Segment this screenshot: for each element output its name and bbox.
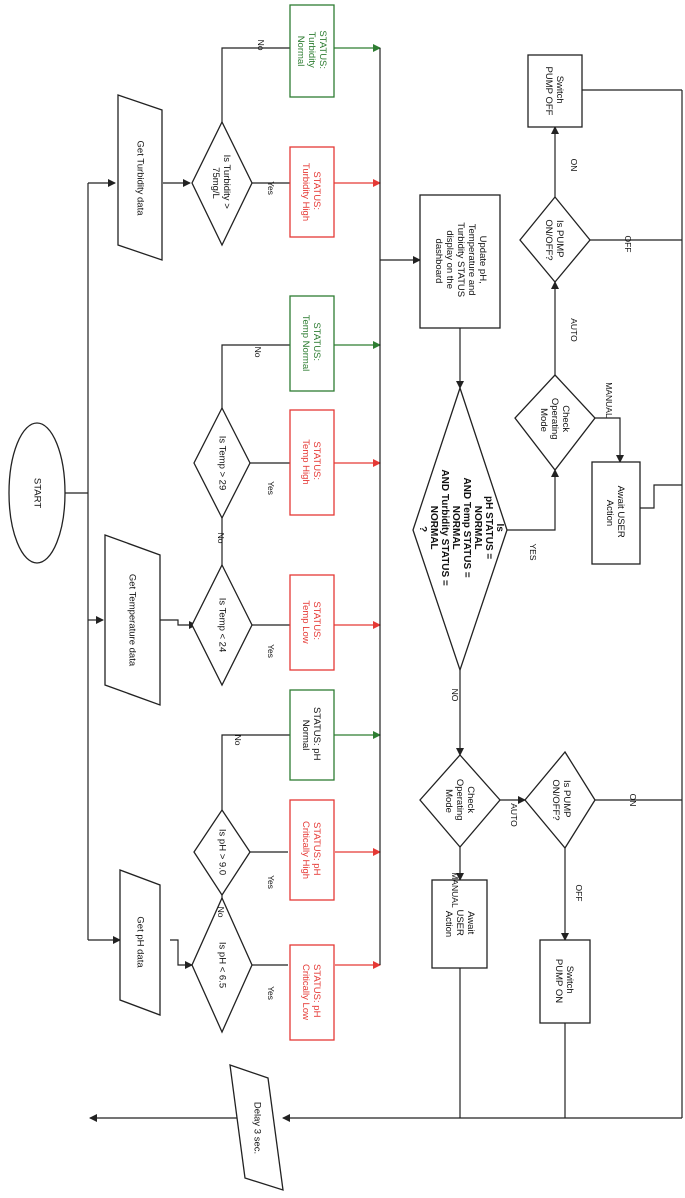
get-turbidity-label: Get Turbidity data [134,141,145,217]
pump-state-text-yes: Is PUMP ON/OFF? [543,219,565,260]
label-mode-no-auto: AUTO [509,803,519,827]
pump-state-text-no: Is PUMP ON/OFF? [550,779,572,820]
all-normal-decision [412,385,508,673]
status-turbidity-normal-box [289,4,335,98]
temp-low-decision [191,563,253,687]
label-temp-high-yes: Yes [266,481,276,495]
start-label: START [31,478,42,508]
label-ph-high-no: No [233,735,243,746]
status-ph-high-text: STATUS: pH Critically High [300,821,322,879]
status-ph-low-text: STATUS: pH Critically Low [300,964,322,1020]
label-turbidity-yes: Yes [266,181,276,195]
status-temp-low-text: STATUS: Temp Low [300,600,322,643]
label-temp-low-no: No [216,533,226,544]
status-temp-normal-text: STATUS: Temp Normal [300,315,322,372]
ph-low-question: Is pH < 6.5 [216,942,227,988]
status-ph-normal-box [289,689,335,781]
temp-high-question: Is Temp > 29 [216,436,227,490]
check-mode-decision-no [419,754,501,849]
label-turbidity-no: No [256,40,266,51]
status-turbidity-high-box [289,146,335,238]
status-ph-low-box [289,944,335,1041]
ph-high-decision [193,808,251,897]
ph-low-decision [191,896,253,1034]
status-turbidity-high-text: STATUS: Turbidity High [300,163,322,221]
label-all-normal-yes: YES [528,543,538,560]
label-pump-yes-off: OFF [623,236,633,253]
delay-label: Delay 3 sec. [251,1102,262,1154]
update-dashboard-box [419,194,501,329]
pump-state-decision-no [524,750,596,850]
check-mode-decision-yes [514,374,596,472]
pump-state-decision-yes [519,195,591,284]
label-ph-high-yes: Yes [266,875,276,889]
label-temp-low-yes: Yes [266,644,276,658]
switch-pump-on-box [539,939,591,1024]
status-temp-high-box [289,409,335,516]
get-ph-label: Get pH data [134,916,145,968]
check-mode-text-yes: Check Operating Mode [538,398,571,442]
switch-pump-on-text: Switch PUMP ON [553,959,575,1003]
label-temp-high-no: No [253,347,263,358]
label-all-normal-no: NO [450,689,460,702]
label-mode-yes-auto: AUTO [569,318,579,342]
start-terminal [8,422,66,564]
update-dashboard-text: Update pH, Temperature and Turbidity STA… [433,222,488,299]
status-temp-normal-box [289,295,335,392]
ph-high-question: Is pH > 9.0 [216,829,227,875]
edge-labels: Yes No Yes No Yes No Yes No Yes No YES N… [216,40,638,1000]
turbidity-question: Is Turbidity > 75mg/L [210,155,232,212]
await-user-box-no [431,879,488,969]
status-temp-high-text: STATUS: Temp High [300,439,322,484]
get-ph-input [119,869,161,1016]
connectors [60,44,683,1122]
status-temp-low-box [289,574,335,671]
switch-pump-off-text: Switch PUMP OFF [543,67,565,116]
start-text: START [31,478,42,508]
all-normal-question: Is pH STATUS = NORMAL AND Temp STATUS = … [417,469,505,588]
turbidity-decision [191,120,253,247]
label-mode-yes-manual: MANUAL [604,382,614,418]
status-turbidity-normal-text: STATUS: Turbidity Normal [295,30,328,71]
get-temp-label: Get Temperature data [126,574,137,667]
get-temp-input [104,534,161,706]
switch-pump-off-box [527,54,583,128]
status-ph-high-box [289,799,335,901]
await-user-text-yes: Await USER Action [604,486,626,541]
get-turbidity-input [117,94,163,261]
await-user-box-yes [591,461,641,565]
check-mode-text-no: Check Operating Mode [443,779,476,823]
label-pump-no-on: ON [628,794,638,807]
label-ph-low-yes: Yes [266,986,276,1000]
temp-high-decision [193,406,251,520]
label-mode-no-manual: MANUAL [450,872,460,908]
await-user-text-no: Await USER Action [443,909,476,938]
label-ph-low-no: No [216,907,226,918]
temp-low-question: Is Temp < 24 [216,598,227,652]
label-pump-no-off: OFF [574,885,584,902]
status-ph-normal-text: STATUS: pH Normal [300,707,322,763]
label-pump-yes-on: ON [569,159,579,172]
delay-input [229,1064,284,1191]
